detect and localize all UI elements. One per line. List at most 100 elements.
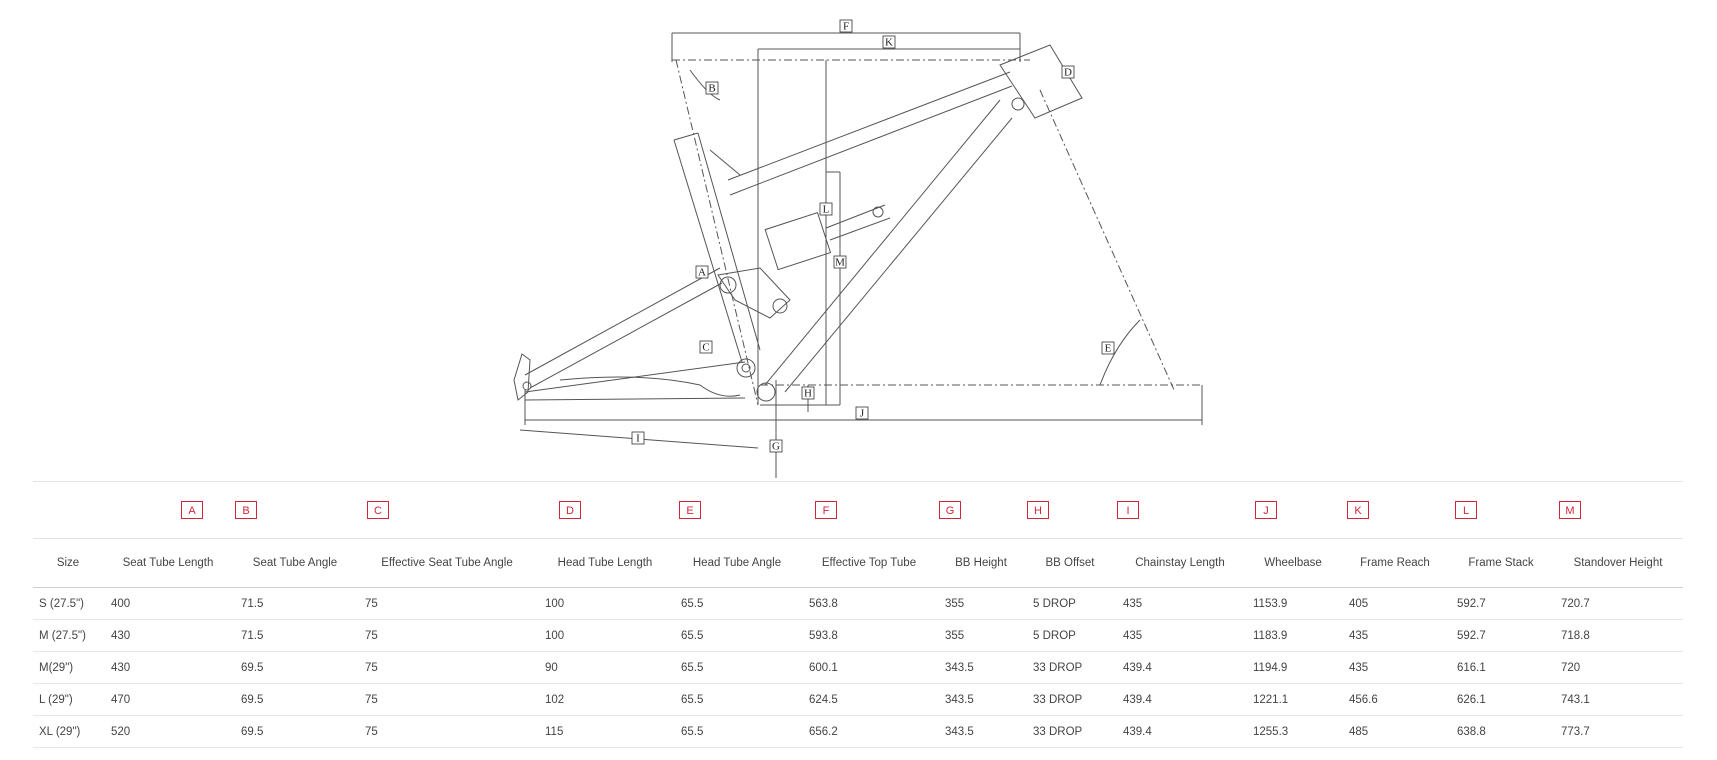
table-cell: XL (29") <box>33 715 103 748</box>
column-header: Head Tube Angle <box>673 538 801 588</box>
letter-cell: G <box>937 481 1025 539</box>
table-cell: 593.8 <box>801 619 937 652</box>
table-cell: 626.1 <box>1449 683 1553 716</box>
letter-cell: D <box>537 481 673 539</box>
letter-badge-a: A <box>181 501 203 519</box>
table-cell: 1194.9 <box>1245 651 1341 684</box>
table-cell: 71.5 <box>233 619 357 652</box>
table-cell: 400 <box>103 587 233 620</box>
dim-label-l: L <box>819 202 833 216</box>
letter-badge-l: L <box>1455 501 1477 519</box>
column-header: Seat Tube Angle <box>233 538 357 588</box>
table-cell: 5 DROP <box>1025 619 1115 652</box>
table-cell: 430 <box>103 619 233 652</box>
letter-badge-e: E <box>679 501 701 519</box>
table-cell: 75 <box>357 651 537 684</box>
column-header: BB Offset <box>1025 538 1115 588</box>
down-tube <box>764 99 1001 386</box>
table-cell: 773.7 <box>1553 715 1683 748</box>
letter-cell: A <box>103 481 233 539</box>
table-cell: 75 <box>357 587 537 620</box>
letter-cell: C <box>357 481 537 539</box>
table-cell: 1255.3 <box>1245 715 1341 748</box>
table-cell: 65.5 <box>673 587 801 620</box>
table-cell: S (27.5") <box>33 587 103 620</box>
table-cell: 75 <box>357 683 537 716</box>
table-cell: 69.5 <box>233 651 357 684</box>
svg-text:G: G <box>772 441 780 453</box>
table-cell: 720 <box>1553 651 1683 684</box>
table-cell: 100 <box>537 619 673 652</box>
table-cell: 435 <box>1341 619 1449 652</box>
column-header: Effective Top Tube <box>801 538 937 588</box>
letter-badge-b: B <box>235 501 257 519</box>
letter-cell: H <box>1025 481 1115 539</box>
dim-label-e: E <box>1101 341 1115 355</box>
table-cell: L (29") <box>33 683 103 716</box>
letter-cell: I <box>1115 481 1245 539</box>
column-header: Head Tube Length <box>537 538 673 588</box>
table-cell: 720.7 <box>1553 587 1683 620</box>
table-cell: 616.1 <box>1449 651 1553 684</box>
table-cell: 75 <box>357 715 537 748</box>
column-header: Seat Tube Length <box>103 538 233 588</box>
table-cell: 600.1 <box>801 651 937 684</box>
table-cell: 75 <box>357 619 537 652</box>
letter-blank <box>33 481 103 539</box>
table-cell: 1221.1 <box>1245 683 1341 716</box>
table-cell: 439.4 <box>1115 683 1245 716</box>
table-cell: 592.7 <box>1449 619 1553 652</box>
dim-label-j: J <box>855 406 869 420</box>
table-cell: M (27.5") <box>33 619 103 652</box>
table-cell: 743.1 <box>1553 683 1683 716</box>
letter-badge-k: K <box>1347 501 1369 519</box>
table-cell: 435 <box>1115 587 1245 620</box>
dim-label-m: M <box>833 255 847 269</box>
table-cell: 343.5 <box>937 715 1025 748</box>
table-cell: 1153.9 <box>1245 587 1341 620</box>
svg-text:C: C <box>702 342 709 354</box>
svg-text:K: K <box>885 37 893 49</box>
rear-dropout <box>513 353 531 401</box>
letter-badge-j: J <box>1255 501 1277 519</box>
letter-badge-i: I <box>1117 501 1139 519</box>
seat-stay <box>524 267 721 376</box>
dim-label-h: H <box>801 386 815 400</box>
table-cell: 405 <box>1341 587 1449 620</box>
table-cell: 439.4 <box>1115 715 1245 748</box>
letter-badge-f: F <box>815 501 837 519</box>
letter-cell: F <box>801 481 937 539</box>
column-header: Standover Height <box>1553 538 1683 588</box>
dim-label-a: A <box>695 265 709 279</box>
bottom-bracket <box>756 382 776 402</box>
table-cell: 624.5 <box>801 683 937 716</box>
column-header: Effective Seat Tube Angle <box>357 538 537 588</box>
table-cell: M(29") <box>33 651 103 684</box>
table-cell: 470 <box>103 683 233 716</box>
column-header: Frame Stack <box>1449 538 1553 588</box>
column-header: Wheelbase <box>1245 538 1341 588</box>
column-header: BB Height <box>937 538 1025 588</box>
seat-axis <box>675 59 759 406</box>
table-cell: 90 <box>537 651 673 684</box>
table-cell: 638.8 <box>1449 715 1553 748</box>
letter-badge-h: H <box>1027 501 1049 519</box>
rear-shock <box>764 212 832 271</box>
letter-cell: J <box>1245 481 1341 539</box>
dim-label-k: K <box>882 35 896 49</box>
letter-badge-g: G <box>939 501 961 519</box>
svg-text:A: A <box>698 267 706 279</box>
letter-cell: K <box>1341 481 1449 539</box>
svg-text:E: E <box>1105 343 1112 355</box>
table-cell: 718.8 <box>1553 619 1683 652</box>
letter-cell: L <box>1449 481 1553 539</box>
table-cell: 430 <box>103 651 233 684</box>
dim-label-g: G <box>769 439 783 453</box>
table-cell: 656.2 <box>801 715 937 748</box>
svg-text:B: B <box>708 83 715 95</box>
